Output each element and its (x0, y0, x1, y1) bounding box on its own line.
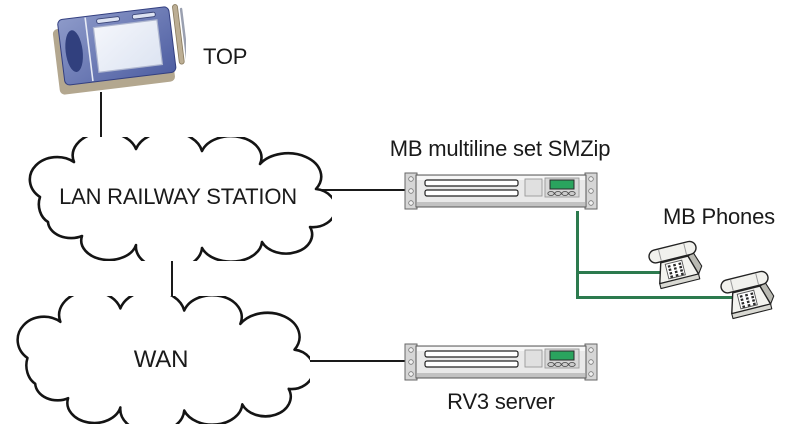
screw-icon (588, 176, 594, 182)
rv3-server-icon (404, 343, 598, 381)
panel-button (554, 191, 562, 196)
link-lan-smzip (314, 189, 406, 191)
vent-panel (524, 349, 543, 368)
panel-button (568, 191, 576, 196)
chassis-highlight (417, 176, 585, 180)
device-roll (65, 30, 83, 73)
keypad-keys (667, 262, 682, 268)
link-smzip-phone1 (576, 271, 661, 274)
handset-detail (658, 249, 662, 261)
mb-phones-label: MB Phones (663, 204, 775, 229)
drive-bay-slot (424, 189, 519, 197)
link-smzip-phone2 (576, 296, 740, 299)
handset-detail (683, 243, 687, 255)
keypad-keys (669, 269, 684, 275)
stylus-icon (172, 4, 185, 65)
keypad-keys (740, 295, 755, 302)
device-slot-left (96, 16, 121, 24)
wan-cloud-shape (16, 296, 310, 424)
wan-cloud-label: WAN (133, 346, 189, 373)
top-terminal-icon (52, 4, 186, 95)
handset-detail (755, 273, 759, 285)
rv3-server-label: RV3 server (447, 389, 555, 414)
keypad-keys (739, 292, 754, 298)
panel-button (547, 191, 555, 196)
screw-icon (408, 371, 414, 377)
screw-icon (408, 200, 414, 206)
phone-front (731, 303, 773, 320)
smzip-server-icon (404, 172, 598, 210)
lcd-display (549, 350, 575, 361)
device-slot-right (131, 11, 156, 20)
lan-cloud-shape (28, 137, 332, 261)
panel-button (561, 362, 569, 367)
smzip-server-label: MB multiline set SMZip (389, 136, 611, 161)
phone-front (659, 273, 701, 290)
link-wan-rv3 (302, 360, 408, 362)
screw-icon (408, 359, 414, 365)
cloud-outline (16, 296, 310, 424)
panel-button (561, 191, 569, 196)
screw-icon (588, 188, 594, 194)
chassis-shade (417, 202, 585, 207)
phone-1-icon (648, 240, 703, 290)
screw-icon (588, 200, 594, 206)
keypad-keys (668, 265, 683, 272)
link-lan-wan (171, 254, 173, 302)
phone-2-icon (720, 270, 775, 320)
drive-bay-slot (424, 179, 519, 187)
screw-icon (588, 371, 594, 377)
screw-icon (408, 176, 414, 182)
panel-button (568, 362, 576, 367)
chassis-highlight (417, 347, 585, 351)
vent-panel (524, 178, 543, 197)
panel-button (554, 362, 562, 367)
link-smzip-phones-vertical (576, 211, 579, 299)
top-terminal-label: TOP (203, 44, 248, 69)
chassis-shade (417, 373, 585, 378)
keypad-keys (741, 299, 756, 305)
lan-cloud-label: LAN RAILWAY STATION (59, 184, 297, 209)
device-screen (92, 19, 164, 73)
screw-icon (408, 347, 414, 353)
stylus-shadow (179, 7, 186, 63)
handset-detail (730, 279, 734, 291)
keypad-keys (670, 272, 685, 278)
drive-bay-slot (424, 360, 519, 368)
cloud-outline (28, 137, 332, 261)
link-top-lan (100, 92, 102, 144)
lcd-display (549, 179, 575, 190)
screw-icon (588, 359, 594, 365)
device-divider (84, 17, 94, 82)
keypad-keys (742, 302, 757, 308)
screw-icon (408, 188, 414, 194)
drive-bay-slot (424, 350, 519, 358)
panel-button (547, 362, 555, 367)
screw-icon (588, 347, 594, 353)
